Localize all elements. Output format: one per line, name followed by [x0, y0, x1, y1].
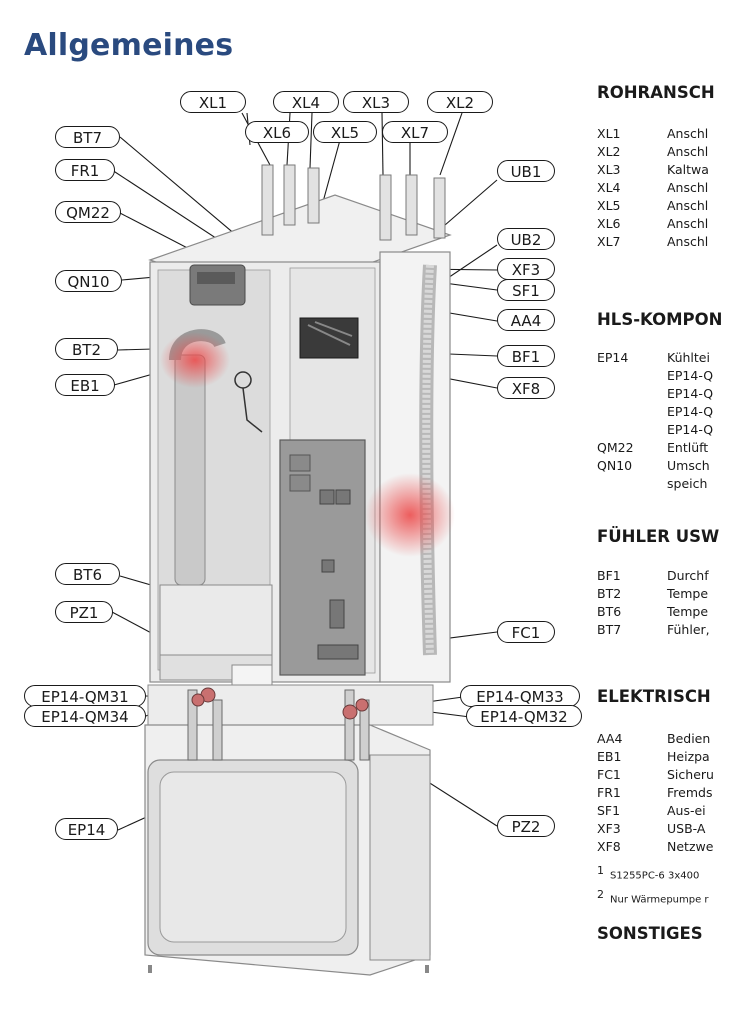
hot-zone-upper-left	[160, 332, 230, 388]
callout-bt7: BT7	[55, 126, 120, 148]
callout-xl5: XL5	[313, 121, 377, 143]
callout-ep14-qm33: EP14-QM33	[460, 685, 580, 707]
hot-zone-right	[365, 473, 455, 557]
callout-qn10: QN10	[55, 270, 122, 292]
callout-eb1: EB1	[55, 374, 115, 396]
callout-bt6: BT6	[55, 563, 120, 585]
callout-xl4: XL4	[273, 91, 339, 113]
callout-fc1: FC1	[497, 621, 555, 643]
electric-heater	[174, 354, 206, 586]
callout-xf8: XF8	[497, 377, 555, 399]
section-heading-elektrisch: ELEKTRISCH	[597, 687, 711, 706]
callout-ep14-qm32: EP14-QM32	[466, 705, 582, 727]
control-panel-display	[299, 317, 359, 359]
valve-actuator	[189, 264, 246, 306]
page-title: Allgemeines	[24, 28, 234, 63]
pipes-top	[261, 164, 446, 241]
callout-aa4: AA4	[497, 309, 555, 331]
section-heading-rohranschluesse: ROHRANSCH	[597, 83, 715, 102]
callout-ub1: UB1	[497, 160, 555, 182]
callout-ep14: EP14	[55, 818, 118, 840]
callout-xl6: XL6	[245, 121, 309, 143]
callout-xl2: XL2	[427, 91, 493, 113]
callout-bf1: BF1	[497, 345, 555, 367]
lower-cabinet	[144, 684, 434, 976]
callout-pz1: PZ1	[55, 601, 113, 623]
callout-ep14-qm31: EP14-QM31	[24, 685, 146, 707]
section-heading-hls: HLS-KOMPON	[597, 310, 723, 329]
callout-sf1: SF1	[497, 279, 555, 301]
callout-xf3: XF3	[497, 258, 555, 280]
callout-qm22: QM22	[55, 201, 121, 223]
callout-xl3: XL3	[343, 91, 409, 113]
callout-pz2: PZ2	[497, 815, 555, 837]
section-heading-sonstiges: SONSTIGES	[597, 924, 703, 943]
callout-ep14-qm34: EP14-QM34	[24, 705, 146, 727]
callout-fr1: FR1	[55, 159, 115, 181]
callout-bt2: BT2	[55, 338, 118, 360]
callout-xl7: XL7	[382, 121, 448, 143]
section-heading-fuehler: FÜHLER USW	[597, 527, 720, 546]
callout-xl1: XL1	[180, 91, 246, 113]
callout-ub2: UB2	[497, 228, 555, 250]
